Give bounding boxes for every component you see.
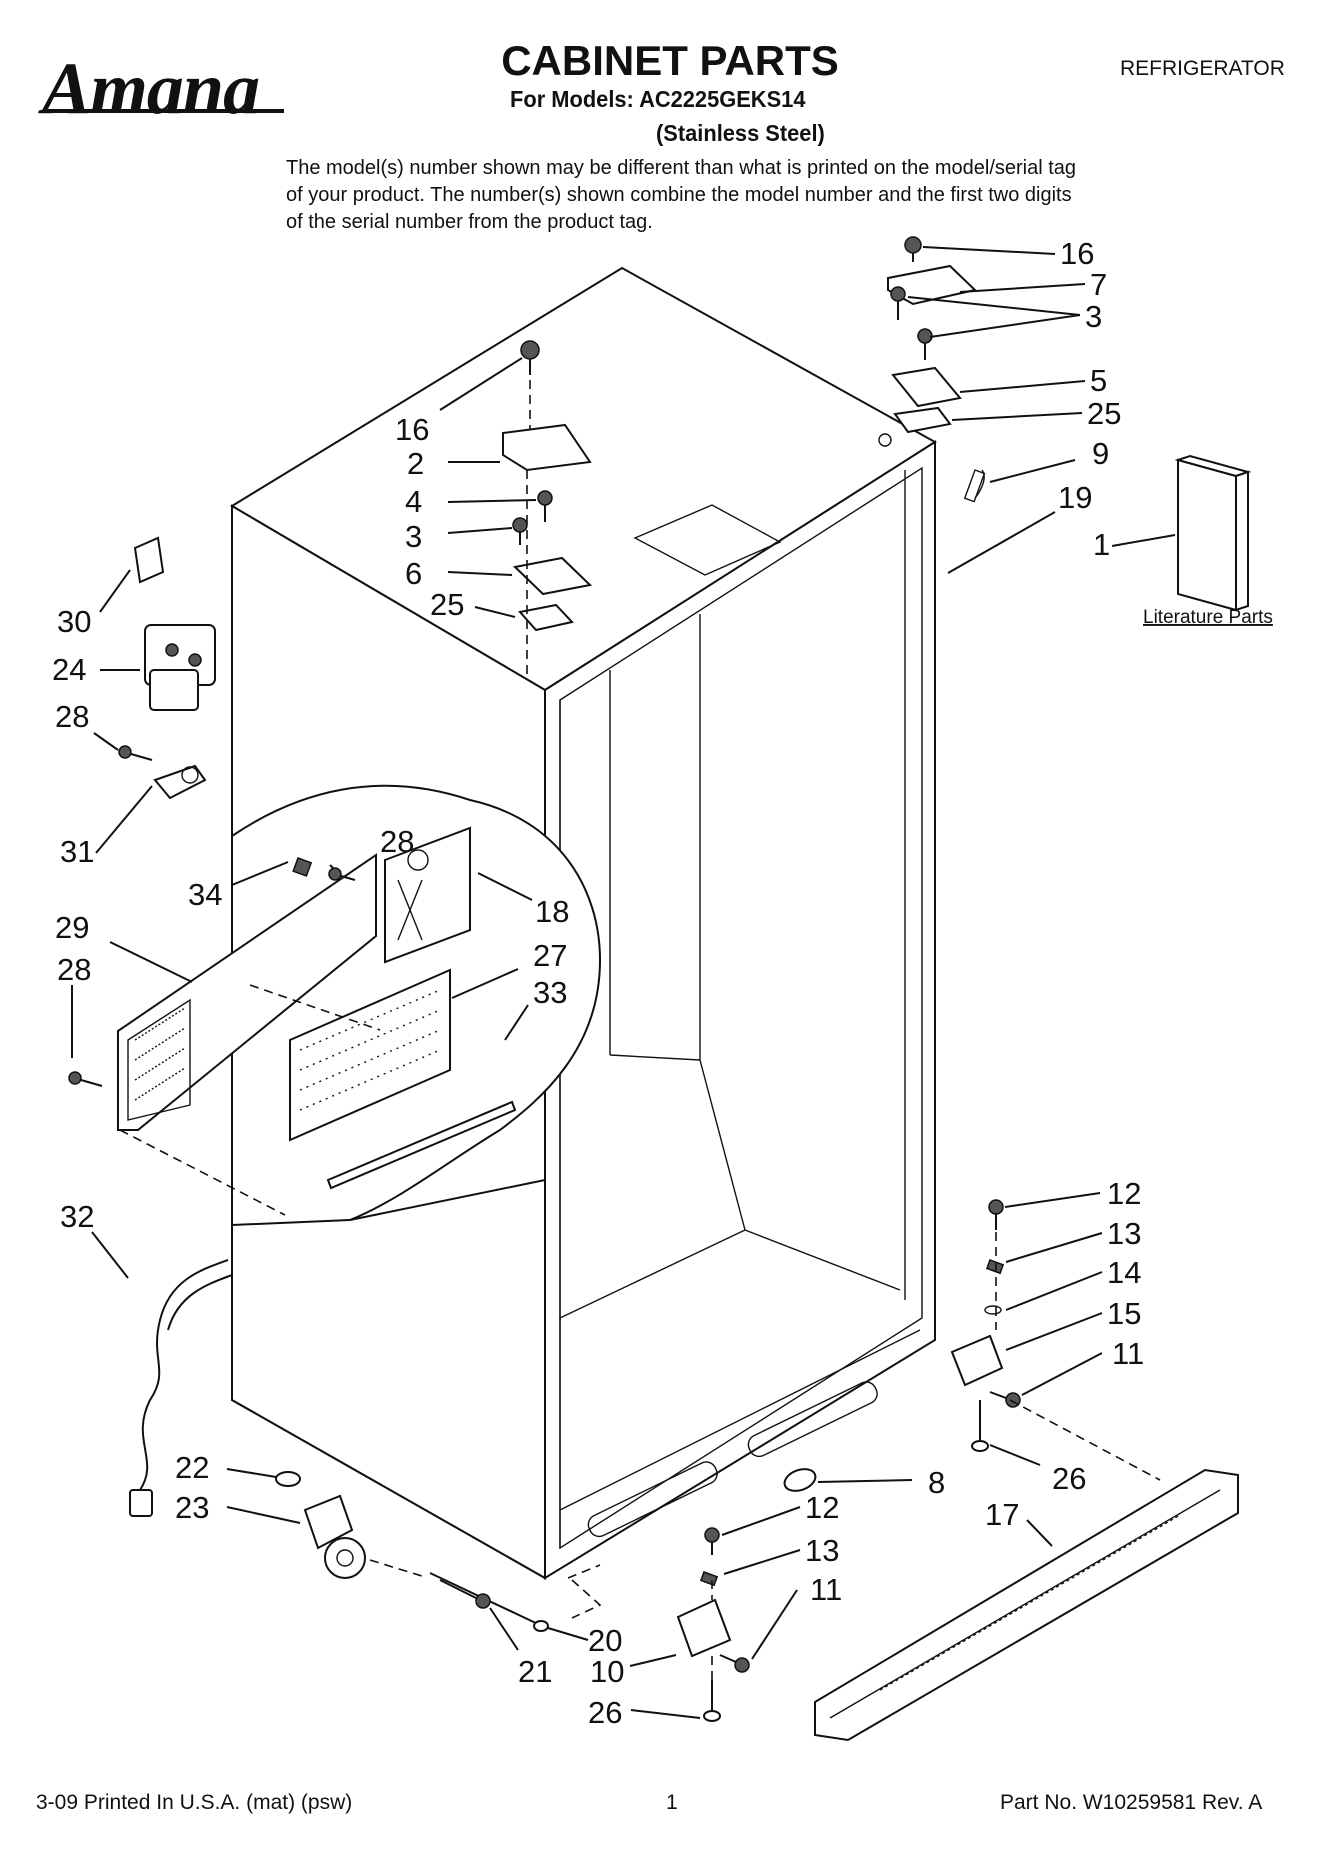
power-cord [129, 1259, 233, 1517]
callout: 4 [405, 484, 422, 519]
callout: 2 [407, 446, 424, 481]
print-info: 3-09 Printed In U.S.A. (mat) (psw) [36, 1791, 353, 1814]
callout: 26 [1052, 1461, 1086, 1496]
literature-book [1174, 454, 1252, 612]
callout: 32 [60, 1199, 94, 1234]
callout: 13 [805, 1533, 839, 1568]
back-cover-panel [117, 853, 377, 1131]
callout: 28 [55, 699, 89, 734]
leader-lines [71, 246, 1176, 1719]
literature-parts-label: Literature Parts [1143, 607, 1273, 628]
lower-hinge-bracket [676, 1598, 732, 1658]
callout: 34 [188, 877, 222, 912]
vent-slot-upper [747, 1381, 878, 1458]
callout: 11 [1112, 1336, 1144, 1371]
lower-right-hinge-bracket [950, 1334, 1004, 1387]
model-number: For Models: AC2225GEKS14 [510, 86, 806, 112]
callout: 28 [380, 824, 414, 859]
callout: 14 [1107, 1255, 1141, 1290]
callout: 31 [60, 834, 94, 869]
cabinet-lower-side [231, 1178, 546, 1580]
callout: 19 [1058, 480, 1092, 515]
lower-right-hinge [950, 1199, 1161, 1481]
callout: 24 [52, 652, 86, 687]
air-filter-pad [289, 968, 451, 1142]
callout: 12 [805, 1490, 839, 1525]
roller-wheel [324, 1537, 366, 1579]
callout: 26 [588, 1695, 622, 1730]
callout-labels: 16 7 3 5 25 9 19 1 16 2 4 3 6 25 30 24 2… [52, 236, 1273, 1730]
callout: 21 [518, 1654, 552, 1689]
callout: 29 [55, 910, 89, 945]
callout: 12 [1107, 1176, 1141, 1211]
mounting-clamp [153, 764, 207, 800]
callout: 16 [395, 412, 429, 447]
callout: 10 [590, 1654, 624, 1689]
roller-bracket [303, 1494, 354, 1550]
upper-left-hinge [502, 340, 593, 680]
leveling-bolt [439, 1579, 481, 1601]
water-line-clip [133, 536, 165, 584]
callout: 27 [533, 938, 567, 973]
top-cover-plate [633, 504, 782, 576]
seal-strip [326, 1100, 517, 1190]
callout: 25 [430, 587, 464, 622]
callout: 3 [1085, 299, 1102, 334]
callout: 16 [1060, 236, 1094, 271]
callout: 25 [1087, 396, 1121, 431]
callout: 1 [1093, 527, 1110, 562]
callout: 17 [985, 1497, 1019, 1532]
callout: 6 [405, 556, 422, 591]
callout: 30 [57, 604, 91, 639]
lower-center-hinge [676, 1527, 750, 1722]
callout: 13 [1107, 1216, 1141, 1251]
brand-logo: Amana [42, 48, 260, 130]
page-title: CABINET PARTS [501, 37, 839, 84]
vent-slot-lower [587, 1461, 718, 1538]
door-stop [783, 1468, 817, 1492]
callout: 28 [57, 952, 91, 987]
brand-logo-underline [48, 109, 284, 113]
callout: 23 [175, 1490, 209, 1525]
finish-label: (Stainless Steel) [656, 120, 825, 146]
callout: 15 [1107, 1296, 1141, 1331]
callout: 20 [588, 1623, 622, 1658]
page-number: 1 [666, 1791, 678, 1814]
bottom-left-parts [275, 1471, 602, 1632]
callout: 7 [1090, 267, 1107, 302]
left-side-parts [118, 536, 216, 800]
exploded-cabinet-diagram: 16 7 3 5 25 9 19 1 16 2 4 3 6 25 30 24 2… [52, 236, 1273, 1742]
callout: 18 [535, 894, 569, 929]
push-fastener [292, 857, 313, 877]
upper-right-hinge [878, 236, 986, 503]
callout: 33 [533, 975, 567, 1010]
callout: 3 [405, 519, 422, 554]
inset-parts [68, 826, 517, 1216]
callout: 8 [928, 1465, 945, 1500]
model-disclaimer: The model(s) number shown may be differe… [286, 157, 1077, 233]
leveling-pad [275, 1471, 301, 1487]
callout: 5 [1090, 363, 1107, 398]
part-number: Part No. W10259581 Rev. A [1000, 1791, 1263, 1814]
electrical-bracket [384, 826, 471, 964]
callout: 11 [810, 1572, 842, 1607]
callout: 9 [1092, 436, 1109, 471]
appliance-category: REFRIGERATOR [1120, 57, 1285, 80]
callout: 22 [175, 1450, 209, 1485]
